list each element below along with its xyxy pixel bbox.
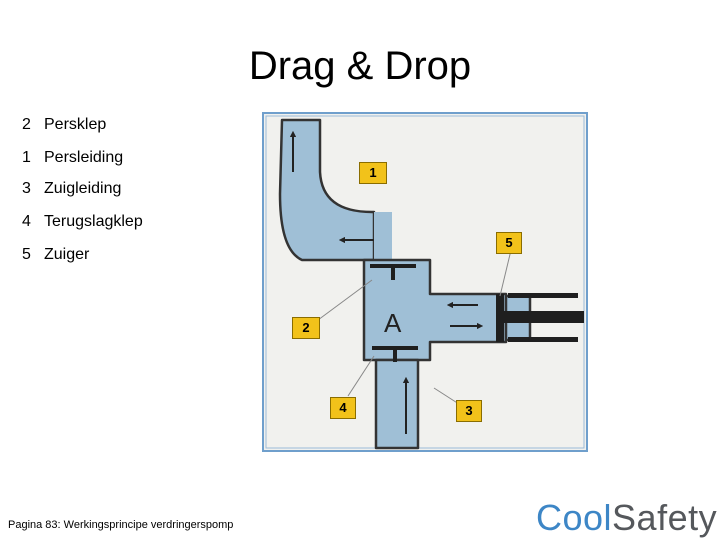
chamber-letter: A xyxy=(384,308,402,338)
drag-item-number: 4 xyxy=(22,213,31,230)
drop-label-1[interactable]: 1 xyxy=(359,162,387,184)
drag-item-persleiding[interactable]: 1 Persleiding xyxy=(22,147,123,169)
drag-item-number: 3 xyxy=(22,180,31,197)
discharge-pipe-elbow xyxy=(278,118,376,262)
logo-part-cool: Cool xyxy=(536,497,613,538)
drag-item-number: 5 xyxy=(22,246,31,263)
piston xyxy=(496,293,584,342)
flow-arrows xyxy=(289,130,484,434)
pointer-line-2 xyxy=(317,279,373,321)
pump-diagram-drawing: A xyxy=(262,112,588,452)
drag-item-label: Persleiding xyxy=(44,149,124,166)
footer-caption: Pagina 83: Werkingsprincipe verdringersp… xyxy=(8,519,234,531)
discharge-pipe-joint xyxy=(374,212,392,260)
logo-part-safety: Safety xyxy=(612,497,718,538)
drag-item-label: Zuigleiding xyxy=(44,180,122,197)
pointer-line-4 xyxy=(347,355,375,397)
cylinder-wall-top xyxy=(508,293,578,298)
discharge-valve-stem xyxy=(391,264,395,280)
piston-head xyxy=(496,294,504,342)
drop-label-4[interactable]: 4 xyxy=(330,397,356,419)
check-valve-plate xyxy=(372,346,418,350)
drag-item-label: Terugslagklep xyxy=(44,213,143,230)
diagram-inner-frame xyxy=(265,115,585,449)
drop-label-5[interactable]: 5 xyxy=(496,232,522,254)
suction-pipe xyxy=(374,358,420,450)
drag-item-number: 1 xyxy=(22,149,31,166)
cylinder-wall-bottom xyxy=(508,337,578,342)
valve-group xyxy=(370,264,418,362)
coolsafety-logo: CoolSafety xyxy=(536,496,717,540)
drag-item-terugslagklep[interactable]: 4 Terugslagklep xyxy=(22,211,143,233)
pointer-line-5 xyxy=(499,245,513,297)
drag-item-zuiger[interactable]: 5 Zuiger xyxy=(22,244,89,266)
page-title: Drag & Drop xyxy=(248,44,472,88)
pump-diagram: A 1 5 2 4 3 xyxy=(262,112,588,452)
drag-item-label: Zuiger xyxy=(44,246,90,263)
drop-label-2[interactable]: 2 xyxy=(292,317,320,339)
drag-item-number: 2 xyxy=(22,116,31,133)
drop-label-3[interactable]: 3 xyxy=(456,400,482,422)
pipe-network xyxy=(278,118,532,450)
drag-item-zuigleiding[interactable]: 3 Zuigleiding xyxy=(22,178,121,200)
piston-rod xyxy=(504,311,584,323)
drag-item-label: Persklep xyxy=(44,116,107,133)
drag-item-persklep[interactable]: 2 Persklep xyxy=(22,114,106,136)
check-valve-stem xyxy=(393,350,397,362)
